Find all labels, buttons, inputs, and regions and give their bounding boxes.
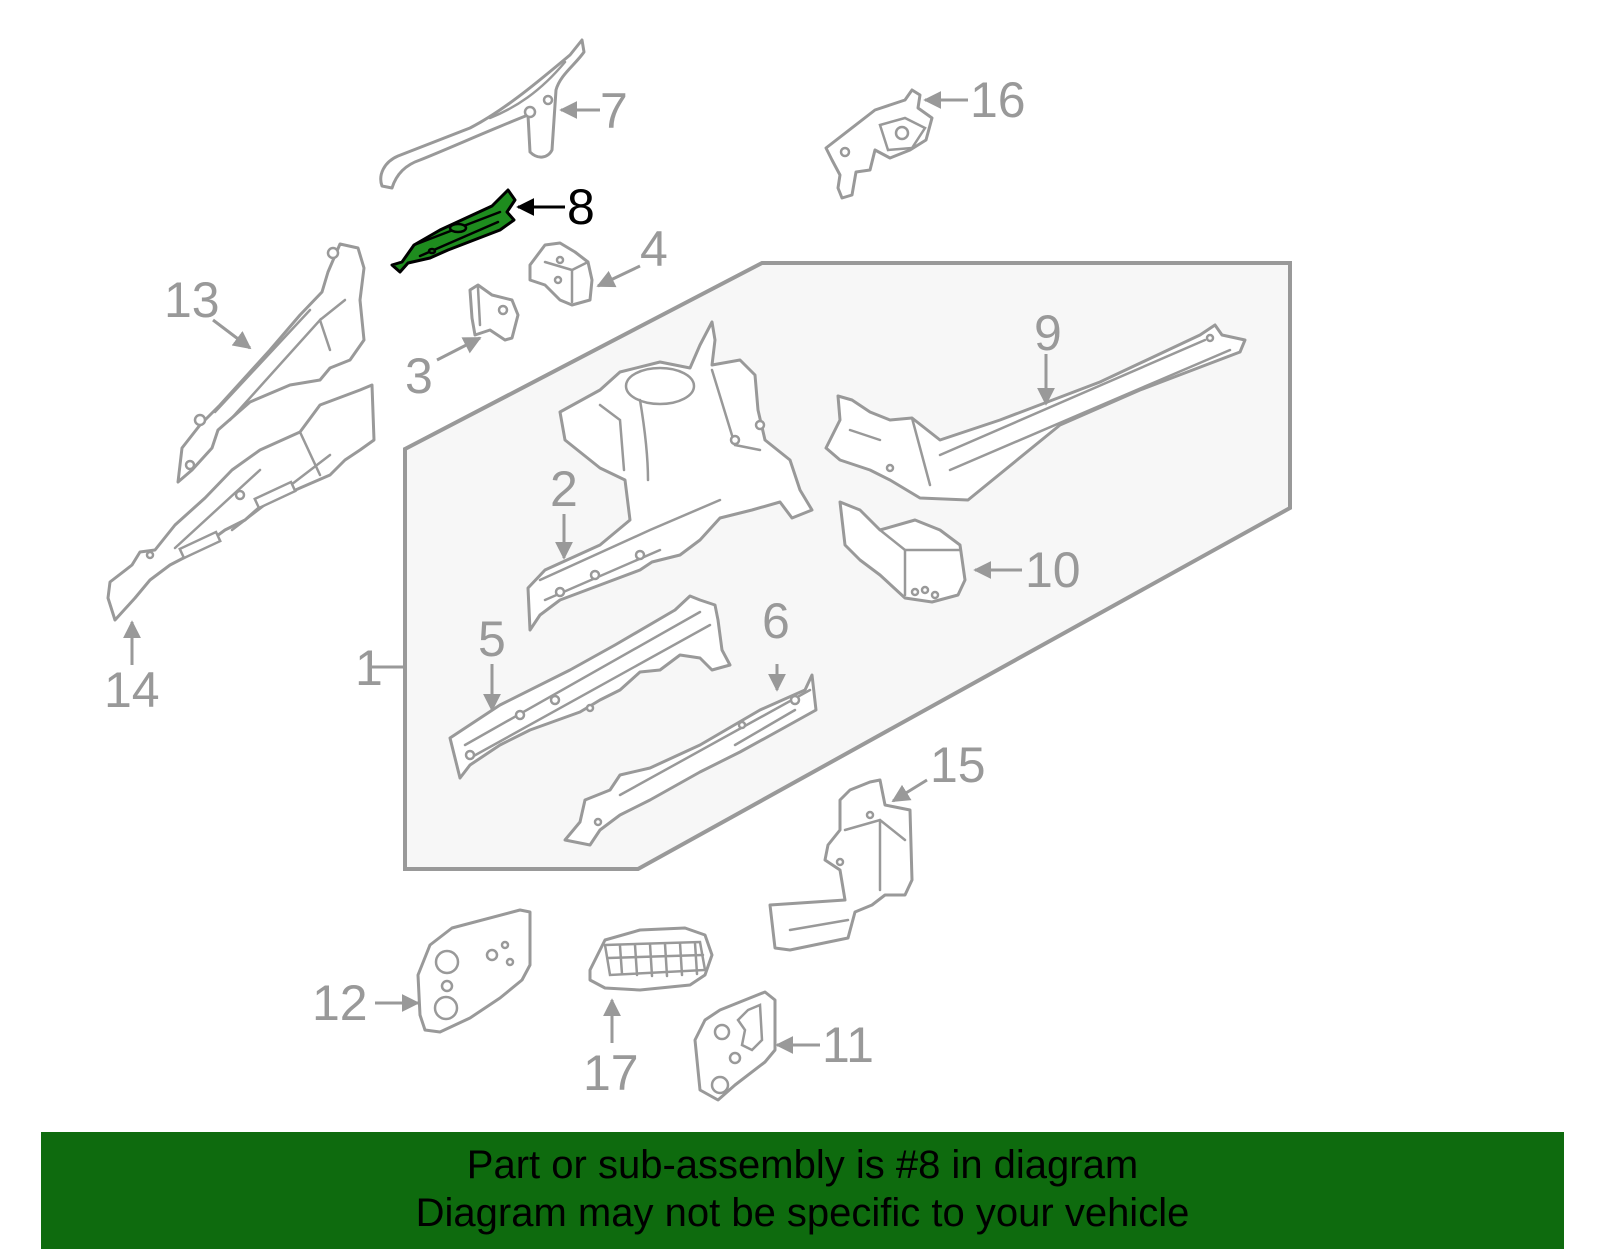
- callout-3[interactable]: 3: [405, 348, 433, 404]
- part-12[interactable]: [416, 908, 532, 1034]
- part-11[interactable]: [693, 990, 777, 1102]
- callout-labels: 7 8 16 4 3 13 14 9 2 10 1 5 6 15 12 17 1…: [104, 72, 1081, 1101]
- callout-13[interactable]: 13: [164, 272, 220, 328]
- part-16[interactable]: [824, 88, 934, 200]
- part-8-highlighted[interactable]: [390, 188, 517, 274]
- banner-line-1: Part or sub-assembly is #8 in diagram: [466, 1142, 1139, 1187]
- callout-17[interactable]: 17: [583, 1045, 639, 1101]
- part-7[interactable]: [379, 38, 586, 190]
- part-17[interactable]: [588, 926, 714, 992]
- part-10[interactable]: [838, 500, 967, 604]
- part-3[interactable]: [468, 283, 520, 342]
- callout-5[interactable]: 5: [478, 611, 506, 667]
- leader-lines: [123, 91, 1055, 1054]
- callout-10[interactable]: 10: [1025, 542, 1081, 598]
- callout-12[interactable]: 12: [312, 975, 368, 1031]
- banner-line-2: Diagram may not be specific to your vehi…: [415, 1190, 1190, 1235]
- part-4[interactable]: [528, 241, 594, 307]
- part-13[interactable]: [176, 242, 366, 484]
- callout-7[interactable]: 7: [600, 83, 628, 139]
- part-14[interactable]: [106, 383, 376, 622]
- info-banner: Part or sub-assembly is #8 in diagram Di…: [41, 1132, 1564, 1249]
- callout-1[interactable]: 1: [355, 640, 383, 696]
- callout-8[interactable]: 8: [567, 179, 595, 235]
- part-15[interactable]: [768, 778, 914, 952]
- part-6[interactable]: [563, 673, 818, 847]
- callout-15[interactable]: 15: [930, 737, 986, 793]
- callout-9[interactable]: 9: [1034, 305, 1062, 361]
- callout-6[interactable]: 6: [762, 593, 790, 649]
- callout-2[interactable]: 2: [550, 461, 578, 517]
- callout-4[interactable]: 4: [640, 221, 668, 277]
- callout-11[interactable]: 11: [822, 1017, 874, 1073]
- part-2[interactable]: [526, 320, 814, 632]
- part-9[interactable]: [824, 323, 1247, 502]
- part-5[interactable]: [448, 594, 732, 780]
- callout-14[interactable]: 14: [104, 662, 160, 718]
- callout-16[interactable]: 16: [970, 72, 1026, 128]
